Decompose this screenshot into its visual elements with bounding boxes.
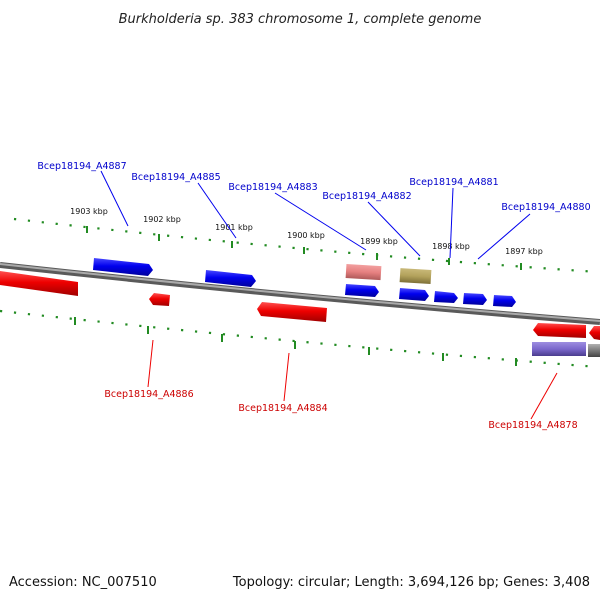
gene-label[interactable]: Bcep18194_A4886 xyxy=(104,389,193,400)
accession-text: Accession: NC_007510 xyxy=(9,575,157,590)
tick-label: 1898 kbp xyxy=(432,242,470,251)
gene-label[interactable]: Bcep18194_A4883 xyxy=(228,182,317,193)
gene-label[interactable]: Bcep18194_A4881 xyxy=(409,177,498,188)
genome-stats-text: Topology: circular; Length: 3,694,126 bp… xyxy=(232,575,590,590)
gene-label[interactable]: Bcep18194_A4887 xyxy=(37,161,126,172)
gene-feature[interactable] xyxy=(205,270,256,287)
tick-label: 1899 kbp xyxy=(360,237,398,246)
gene-feature[interactable] xyxy=(532,342,586,356)
reverse-genes xyxy=(0,271,600,340)
gene-feature[interactable] xyxy=(588,344,600,357)
reverse-gene-labels: Bcep18194_A4886 Bcep18194_A4884 Bcep1819… xyxy=(104,389,577,431)
lower-tick-track xyxy=(0,309,599,369)
map-title: Burkholderia sp. 383 chromosome 1, compl… xyxy=(119,12,482,27)
major-ticks-lower xyxy=(74,317,517,366)
gene-feature[interactable] xyxy=(399,288,429,301)
gene-label[interactable]: Bcep18194_A4878 xyxy=(488,420,577,431)
forward-genes xyxy=(93,258,516,307)
reverse-leader-lines xyxy=(147,339,558,420)
gene-label[interactable]: Bcep18194_A4882 xyxy=(322,191,411,202)
gene-feature[interactable] xyxy=(399,268,432,284)
major-ticks-upper xyxy=(86,226,522,270)
tick-label: 1897 kbp xyxy=(505,247,543,256)
gene-feature[interactable] xyxy=(149,293,170,306)
gene-feature[interactable] xyxy=(533,323,586,338)
forward-gene-labels: Bcep18194_A4887 Bcep18194_A4885 Bcep1819… xyxy=(37,161,590,213)
tick-label: 1901 kbp xyxy=(215,223,253,232)
forward-leader-lines xyxy=(100,170,531,260)
gene-feature[interactable] xyxy=(493,295,516,307)
gene-label[interactable]: Bcep18194_A4880 xyxy=(501,202,590,213)
gene-feature[interactable] xyxy=(463,293,487,305)
gene-feature[interactable] xyxy=(345,263,382,281)
tick-label: 1900 kbp xyxy=(287,231,325,240)
gene-label[interactable]: Bcep18194_A4885 xyxy=(131,172,220,183)
gene-feature[interactable] xyxy=(93,258,153,276)
tick-label: 1903 kbp xyxy=(70,207,108,216)
gene-feature[interactable] xyxy=(345,284,379,297)
gene-feature[interactable] xyxy=(589,326,600,340)
gene-feature[interactable] xyxy=(257,302,327,322)
gene-label[interactable]: Bcep18194_A4884 xyxy=(238,403,327,414)
gene-feature[interactable] xyxy=(0,271,78,296)
tick-label: 1902 kbp xyxy=(143,215,181,224)
gene-feature[interactable] xyxy=(434,291,458,303)
